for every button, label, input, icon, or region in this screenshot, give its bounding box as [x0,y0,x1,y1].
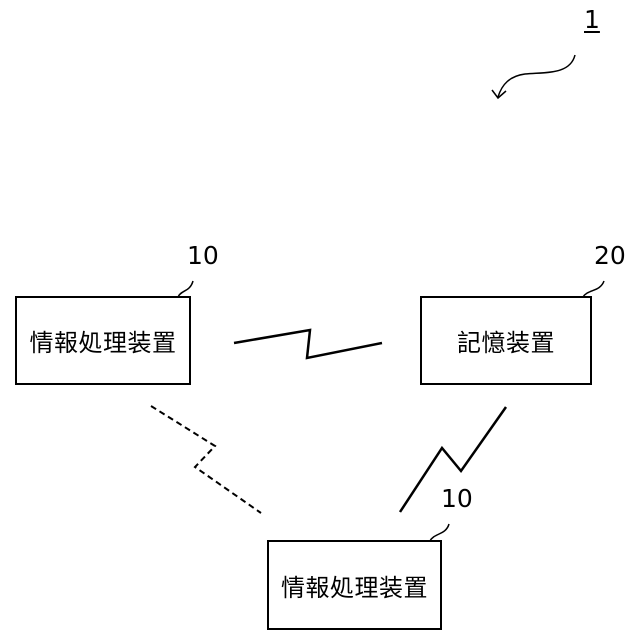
device-label-top-left: 情報処理装置 [30,323,177,358]
storage-label: 記憶装置 [457,323,555,358]
storage-ref-number: 20 [594,243,626,268]
device-ref-number-top: 10 [187,243,219,268]
info-processing-device-bottom: 情報処理装置 [267,540,442,630]
storage-device: 記憶装置 [420,296,592,385]
system-ref-number: 1 [584,7,600,32]
device-label-bottom: 情報処理装置 [281,568,428,603]
dashed-link-device-device [151,406,261,513]
leader-line-10-top [178,281,193,297]
leader-line-20 [583,281,604,297]
leader-line-10-bottom [430,524,449,541]
wireless-link-device-storage [234,330,382,358]
info-processing-device-top-left: 情報処理装置 [15,296,191,385]
system-ref-arrow [498,55,575,97]
device-ref-number-bottom: 10 [441,486,473,511]
